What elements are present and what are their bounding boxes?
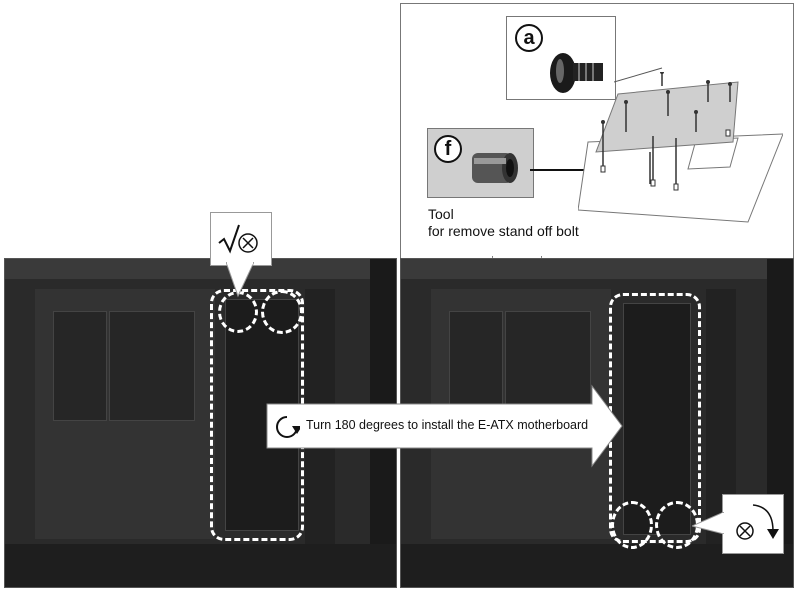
tool-caption-desc: for remove stand off bolt: [428, 223, 579, 239]
instruction-text: Turn 180 degrees to install the E-ATX mo…: [306, 418, 589, 432]
rotate-tag: [722, 494, 784, 554]
screw-leader-line: [614, 67, 663, 83]
rotate-cross-icon: [736, 504, 779, 540]
remove-tag-pointer: [226, 262, 254, 298]
top-frame: [401, 259, 793, 279]
highlight-standoff-2: [261, 290, 303, 334]
highlight-standoff-3: [611, 501, 653, 549]
remove-tag: [210, 212, 272, 266]
callout-f-badge: f: [434, 135, 462, 163]
rotate-icon: [276, 416, 300, 438]
tool-image: [472, 153, 518, 183]
top-frame: [5, 259, 396, 279]
screw-callout: a: [506, 16, 616, 100]
screw-image: [550, 53, 603, 93]
bracket: [623, 303, 691, 535]
cutout-right: [109, 311, 195, 421]
tool-caption: Tool for remove stand off bolt: [428, 206, 579, 240]
check-cross-icon: [218, 224, 258, 254]
rotate-tag-pointer: [692, 512, 724, 534]
cutout-left: [53, 311, 107, 421]
instruction-arrow: [266, 384, 623, 468]
callout-a-badge: a: [515, 24, 543, 52]
tool-caption-title: Tool: [428, 206, 454, 222]
tool-callout: f: [427, 128, 534, 198]
standoff-diagram: [578, 72, 783, 223]
bottom-shroud: [5, 544, 396, 587]
cutout-right: [505, 311, 591, 421]
cutout-left: [449, 311, 503, 421]
